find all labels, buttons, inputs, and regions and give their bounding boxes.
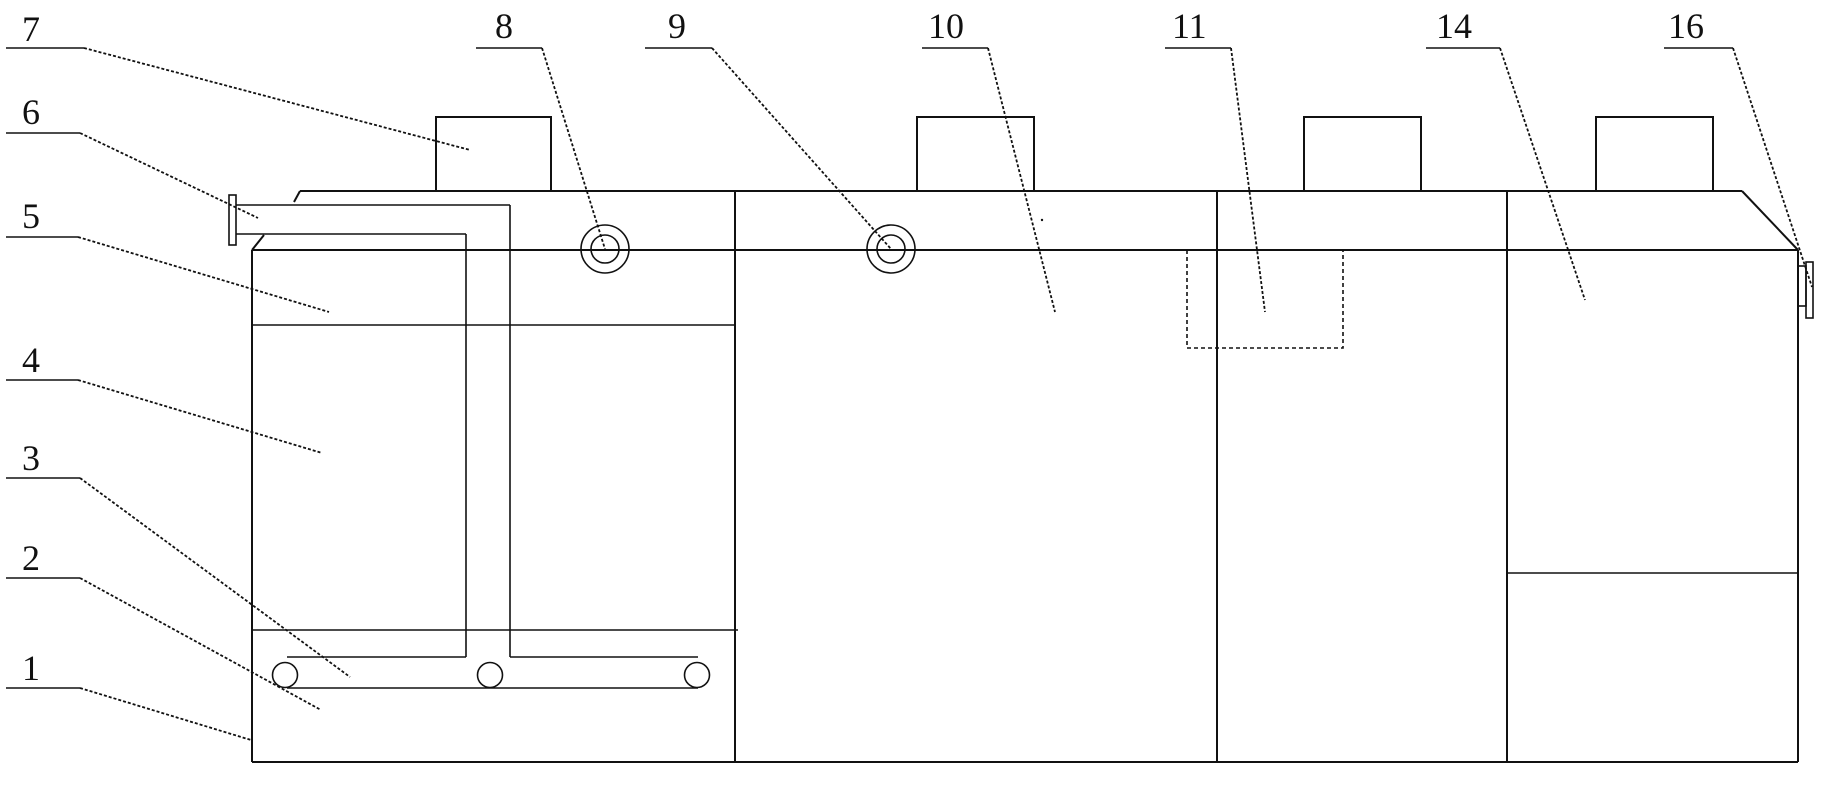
tank-body [251, 234, 1799, 763]
inlet-flange [228, 194, 237, 246]
top-cover [293, 190, 1799, 251]
chamber-levels [252, 324, 1798, 631]
speck [1040, 218, 1044, 222]
label-7: 7 [22, 9, 40, 49]
label-3: 3 [22, 438, 40, 478]
label-16: 16 [1668, 6, 1704, 46]
roller-left [271, 661, 299, 689]
label-14: 14 [1436, 6, 1472, 46]
label-5: 5 [22, 196, 40, 236]
top-box-2 [916, 116, 1035, 192]
roller-right [683, 661, 711, 689]
number-labels: 7 6 5 4 3 2 1 8 9 10 11 14 16 [22, 6, 1704, 688]
port-8 [580, 224, 630, 274]
top-box-4 [1595, 116, 1714, 192]
label-8: 8 [495, 6, 513, 46]
chamber-dividers [734, 191, 1508, 762]
roller-middle [476, 661, 504, 689]
inlet-pipe [228, 194, 698, 689]
top-box-3 [1303, 116, 1422, 192]
label-9: 9 [668, 6, 686, 46]
label-11: 11 [1172, 6, 1207, 46]
top-box-7 [435, 116, 552, 192]
conveyor-rollers [271, 661, 711, 689]
dashed-box-11 [1186, 250, 1344, 349]
label-1: 1 [22, 648, 40, 688]
outlet-flange [1797, 261, 1814, 319]
label-4: 4 [22, 340, 40, 380]
top-boxes [435, 116, 1714, 192]
leader-lines [6, 47, 1813, 741]
port-9 [866, 224, 916, 274]
label-6: 6 [22, 92, 40, 132]
label-10: 10 [928, 6, 964, 46]
label-2: 2 [22, 538, 40, 578]
